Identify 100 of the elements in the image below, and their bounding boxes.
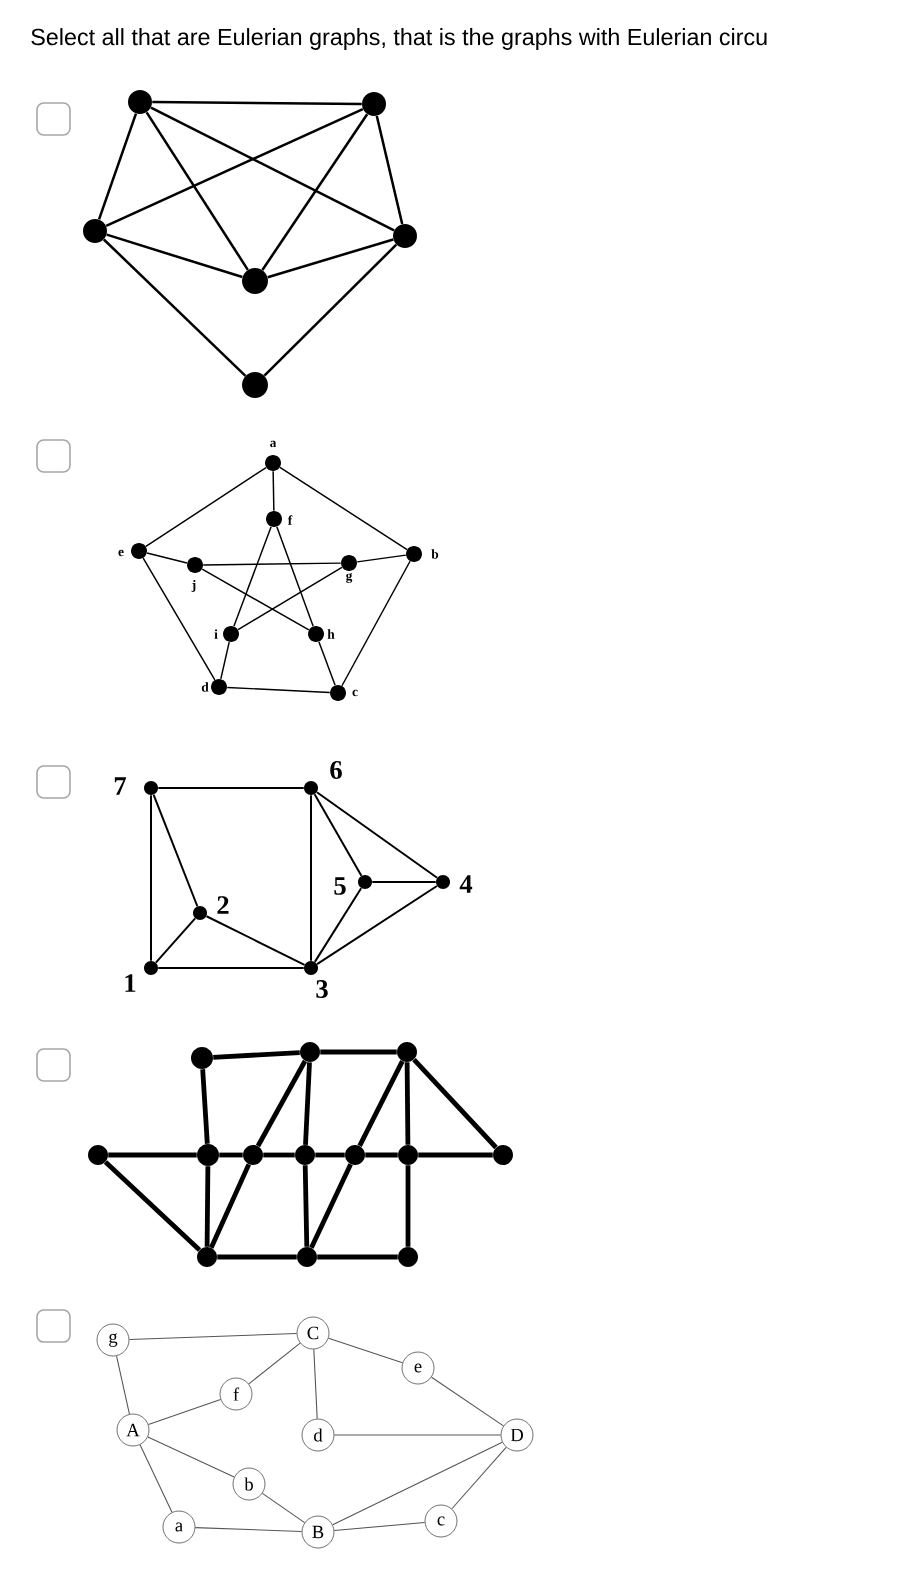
graph-edge [255, 1059, 308, 1148]
vertex-label: f [287, 515, 293, 525]
graph-edge [102, 238, 247, 377]
graph-edge [315, 1152, 345, 1158]
graph-edge [152, 793, 199, 908]
graph-edge [226, 686, 331, 694]
graph-edge [142, 557, 216, 681]
graph-edge [375, 115, 404, 225]
vertex-dot [393, 224, 417, 248]
vertex-dot [128, 90, 152, 114]
graph-edge [313, 887, 363, 963]
graph-edge [317, 1254, 398, 1260]
graph-edge [310, 794, 312, 962]
graph-edge [328, 1337, 403, 1364]
graph-edge [248, 1342, 301, 1385]
graph-edge [237, 566, 343, 631]
graph-edge [333, 1521, 426, 1532]
graph-edge [320, 1049, 397, 1055]
graph-edge [157, 787, 305, 789]
vertex-label: h [327, 629, 335, 639]
graph-edge [217, 1254, 297, 1260]
graph-edge [154, 917, 197, 964]
graph-edge [147, 1398, 222, 1426]
graph-edge [204, 1166, 211, 1247]
graph-edge [233, 526, 272, 627]
vertex-dot [242, 372, 268, 398]
graph-edge [267, 238, 394, 279]
graph-edge [202, 562, 342, 566]
vertex-label: i [214, 629, 218, 639]
graph-edge [263, 243, 398, 377]
vertex-dot [295, 1145, 315, 1165]
graph-edge [371, 881, 437, 883]
graph-edge [272, 470, 275, 512]
graph-edge [303, 1062, 312, 1145]
graph-edge [356, 554, 407, 563]
vertex-label: a [270, 440, 277, 448]
vertex-label: c [352, 689, 358, 697]
vertex-dot [297, 1247, 317, 1267]
graph-edge [146, 552, 188, 564]
graph-edge [315, 791, 439, 879]
graph-edge [194, 1527, 303, 1532]
vertex-dot [242, 268, 268, 294]
graph-edge [418, 1152, 493, 1158]
graph-edge [412, 1057, 498, 1150]
graph-edge [332, 1441, 503, 1526]
vertex-label: 6 [330, 761, 342, 779]
vertex-label: 7 [114, 777, 126, 795]
graph-edge [139, 1444, 173, 1513]
vertex-label: 4 [459, 875, 473, 893]
vertex-dot [88, 1145, 108, 1165]
graph-edge [213, 1050, 300, 1060]
vertex-dot [197, 1247, 217, 1267]
graph-edge [152, 100, 362, 106]
vertex-label: j [191, 579, 196, 593]
graph-edge [357, 1060, 405, 1147]
vertex-dot [300, 1042, 320, 1062]
vertex-dot [362, 92, 386, 116]
graph-edge [150, 794, 152, 962]
graph-edge [405, 1165, 411, 1247]
graph-edge [219, 1152, 243, 1158]
vertex-label: e [118, 549, 124, 557]
graph-edge [313, 793, 363, 877]
vertex-label: 3 [316, 980, 328, 998]
graph-edge [365, 1152, 398, 1158]
graph-edge [451, 1446, 507, 1510]
graph-edge [261, 1492, 306, 1524]
graph-edge [106, 233, 243, 279]
graph-edge [261, 113, 369, 271]
vertex-dot [398, 1145, 418, 1165]
graph-edge [116, 1355, 130, 1415]
graph-edge [157, 967, 305, 969]
graph-edge [97, 113, 138, 220]
graph-edge [205, 915, 306, 966]
graph-edge [105, 107, 364, 228]
graph-edge [276, 526, 314, 627]
vertex-label: d [201, 682, 209, 692]
vertex-dot [345, 1145, 365, 1165]
graph-edge [313, 1348, 318, 1420]
graph-edge [209, 1163, 251, 1249]
vertex-dot [397, 1042, 417, 1062]
graph-edge [333, 1434, 502, 1436]
vertex-dot [398, 1247, 418, 1267]
graph-edge [103, 1160, 202, 1252]
graph-edge [145, 466, 267, 548]
graph-edge [309, 1163, 353, 1249]
graph-edge [147, 1436, 235, 1478]
question-text: Select all that are Eulerian graphs, that is the graphs with Eulerian circu [31, 28, 767, 50]
graph-edge [279, 466, 408, 551]
graph-edge [201, 568, 310, 631]
graph-edge [318, 641, 336, 686]
vertex-label: b [431, 549, 439, 559]
vertex-dot [197, 1144, 219, 1166]
graph-edge [200, 1069, 210, 1144]
vertex-label: 1 [125, 974, 136, 992]
vertex-dot [243, 1145, 263, 1165]
vertex-dot [83, 219, 107, 243]
graph-edge [431, 1376, 504, 1427]
graph-edge [145, 111, 249, 271]
vertex-label: 2 [217, 896, 229, 914]
vertex-label: 5 [334, 877, 346, 895]
